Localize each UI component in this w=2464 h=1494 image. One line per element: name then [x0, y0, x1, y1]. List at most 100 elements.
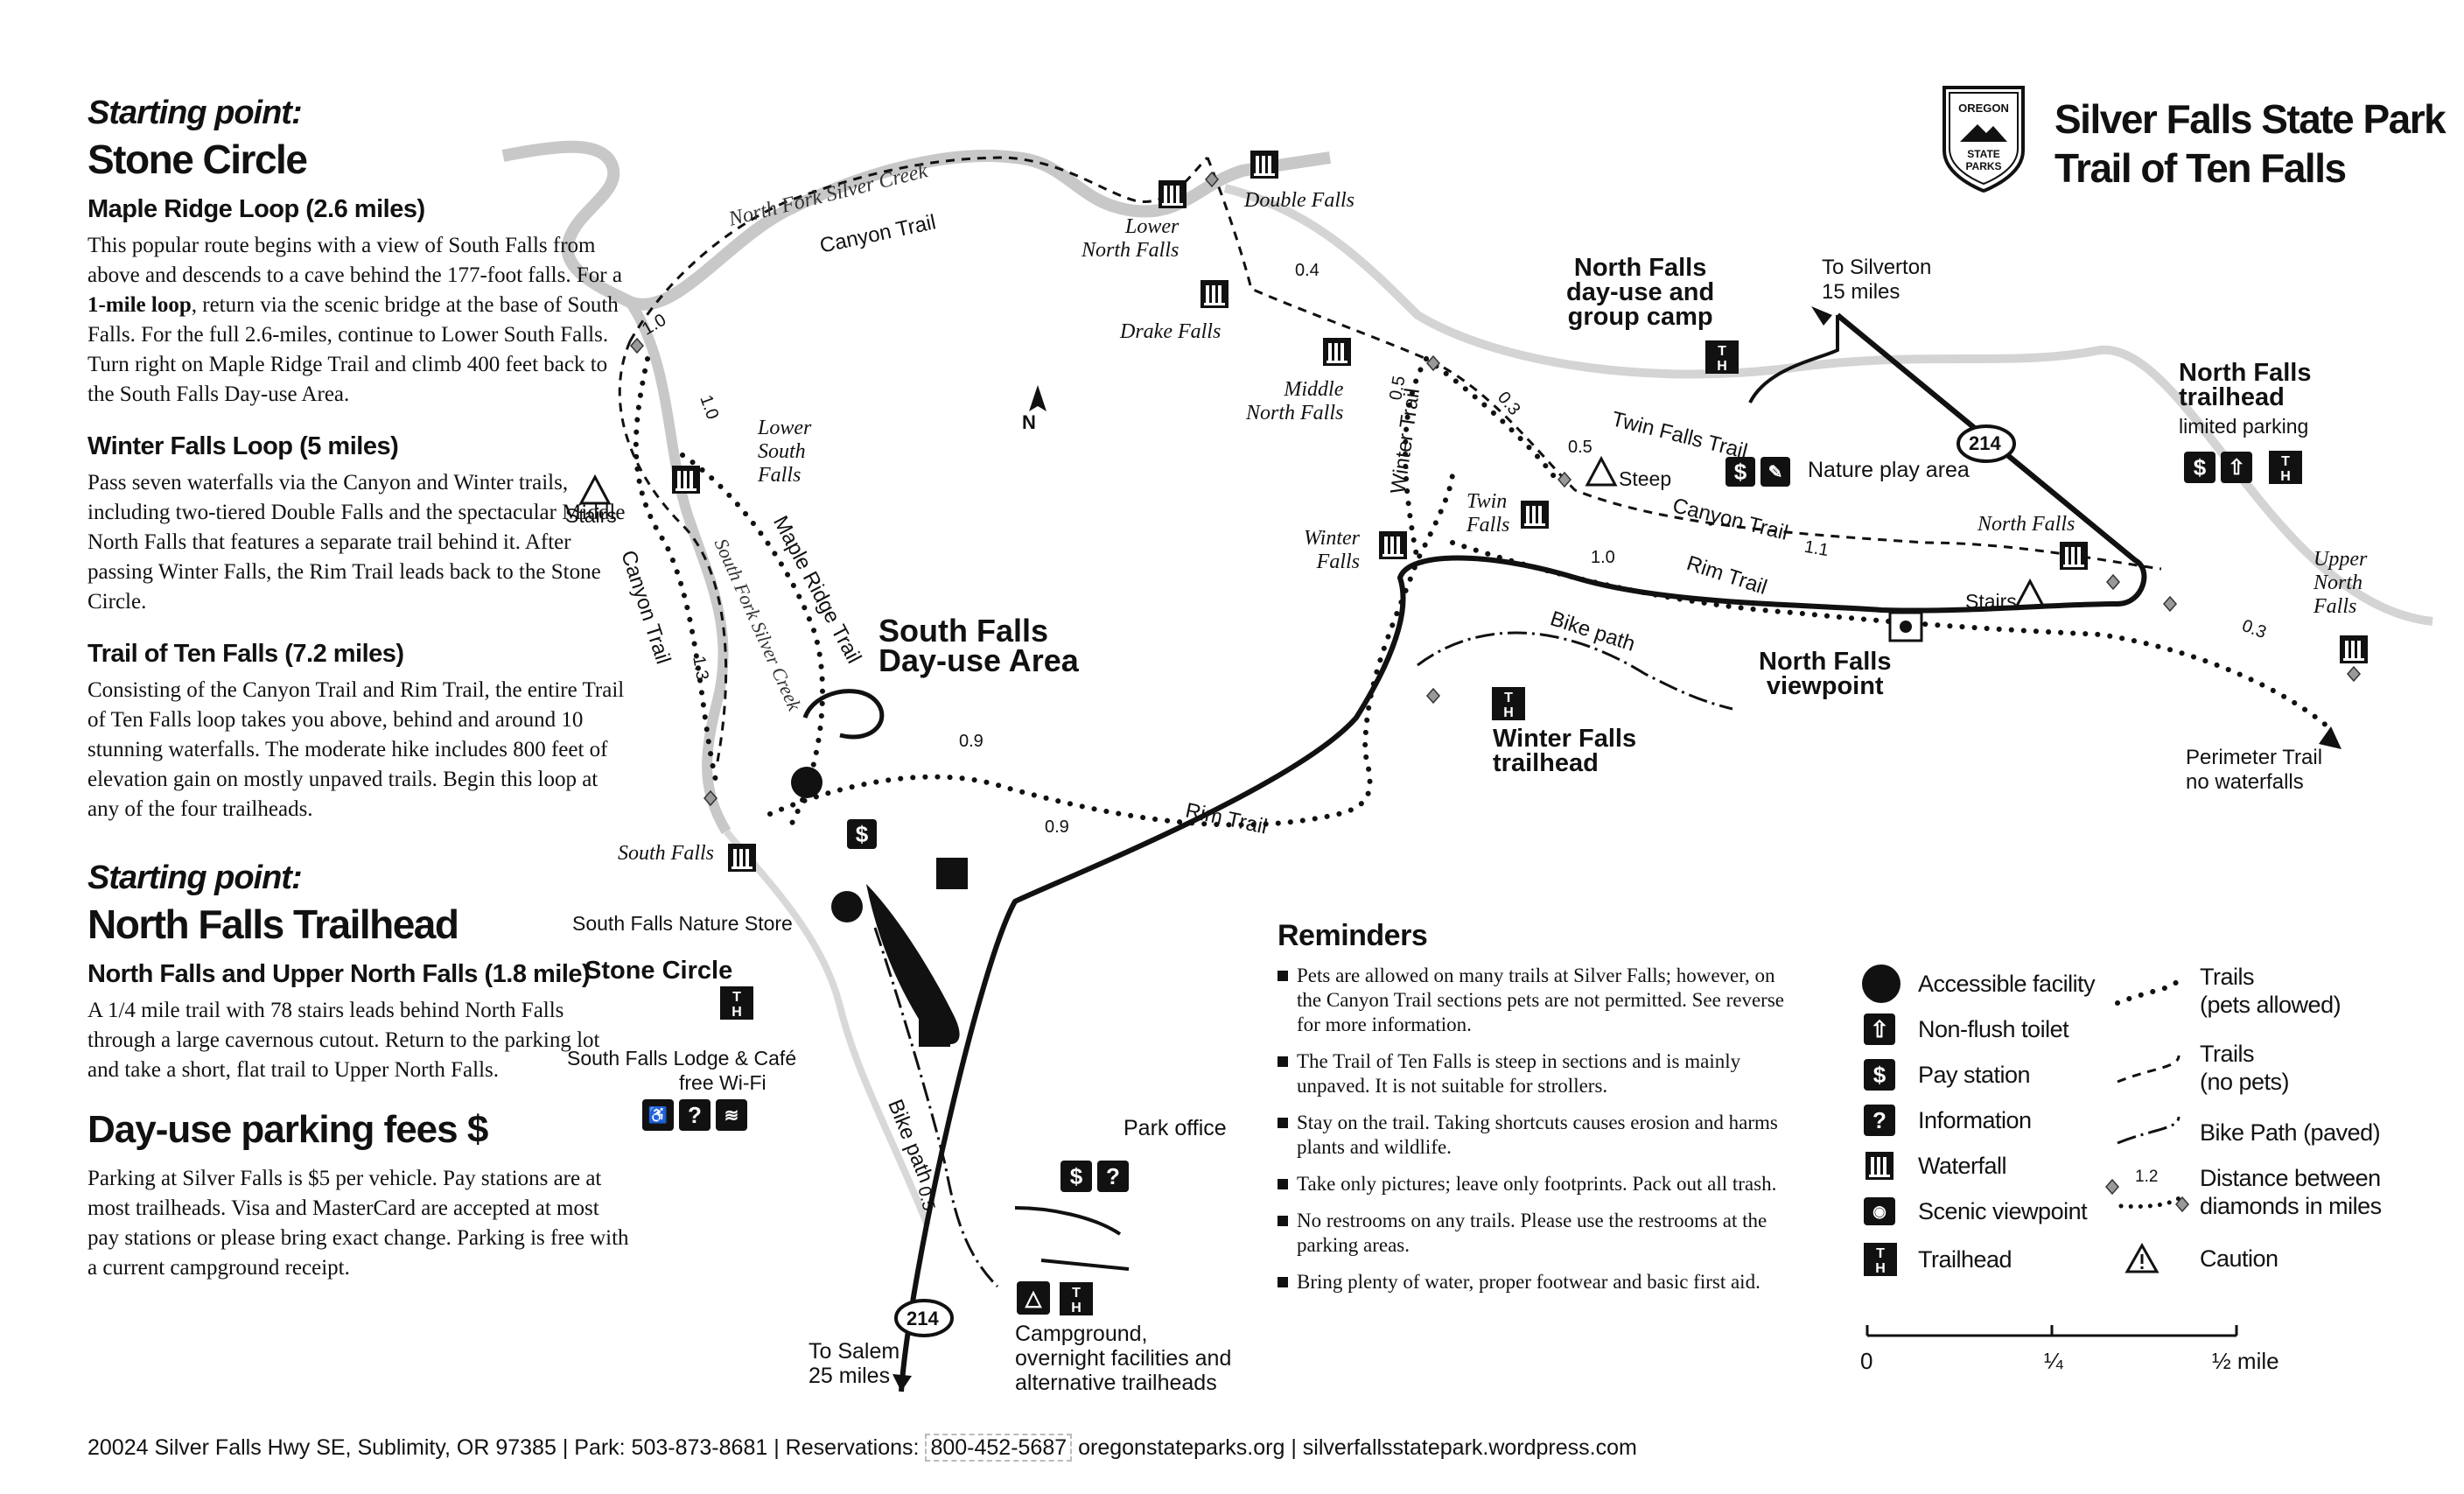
south-falls-icon	[728, 844, 756, 872]
footer: 20024 Silver Falls Hwy SE, Sublimity, OR…	[88, 1434, 1637, 1462]
route-winter-falls-title: Winter Falls Loop (5 miles)	[88, 432, 399, 460]
drake-falls-icon	[1200, 280, 1228, 308]
stone-circle-trailhead-icon	[720, 986, 753, 1020]
north-falls-trailhead-icon	[2269, 451, 2302, 484]
south-fork-creek-lower	[723, 829, 931, 1227]
legend-toilet: ⇧ Non-flush toilet	[1864, 1014, 2069, 1045]
route-north-falls-body: A 1/4 mile trail with 78 stairs leads be…	[88, 999, 600, 1082]
winter-trail	[1403, 356, 1429, 563]
reminder-item: Take only pictures; leave only footprint…	[1278, 1172, 1785, 1196]
middle-north-falls-label: Middle North Falls	[1246, 378, 1344, 424]
footer-reservations-label: Reservations:	[785, 1435, 920, 1460]
north-falls-viewpoint-label: North Falls viewpoint	[1759, 648, 1892, 700]
lodge-icons: ♿ ? ≋	[642, 1099, 747, 1131]
restroom-icon: ♿	[642, 1099, 674, 1131]
park-office-icons: $ ?	[1060, 1161, 1129, 1192]
reminder-item: Pets are allowed on many trails at Silve…	[1278, 964, 1785, 1037]
scale-label-half: ½ mile	[2212, 1348, 2279, 1374]
twin-falls-label: Twin Falls	[1466, 490, 1510, 537]
waterfall-icon	[1866, 1152, 1894, 1180]
park-title-line1: Silver Falls State Park	[2054, 96, 2446, 142]
south-falls-loop-road	[802, 689, 885, 740]
route-winter-falls-body: Pass seven waterfalls via the Canyon and…	[88, 471, 626, 614]
info-icon: ?	[1864, 1105, 1895, 1136]
park-title-line2: Trail of Ten Falls	[2054, 145, 2347, 191]
double-falls-label: Double Falls	[1244, 189, 1354, 212]
caution-icon	[2124, 1243, 2160, 1273]
silverton-road	[1748, 315, 1839, 403]
footer-reservations-phone[interactable]: 800-452-5687	[925, 1434, 1073, 1462]
legend-trails-pets: Trails (pets allowed)	[2200, 964, 2342, 1018]
winter-falls-trailhead-label: Winter Falls trailhead	[1493, 725, 1637, 777]
south-falls-label: South Falls	[618, 842, 715, 865]
lower-north-falls-icon	[1158, 180, 1186, 208]
reminder-item: No restrooms on any trails. Please use t…	[1278, 1209, 1785, 1258]
legend-distance: Distance between diamonds in miles	[2200, 1165, 2382, 1219]
park-office-label: Park office	[1124, 1116, 1227, 1140]
dist-label: 1.1	[1802, 537, 1830, 561]
steep-label: Steep	[1619, 467, 1672, 490]
salem-arrow	[892, 1374, 912, 1392]
park-title: Silver Falls State Park Trail of Ten Fal…	[2054, 95, 2446, 193]
oregon-state-parks-logo: OREGON STATE PARKS	[1936, 81, 2032, 194]
canyon-trail-east	[1206, 157, 2162, 571]
bike-path-south	[873, 927, 999, 1288]
route-maple-ridge-body: This popular route begins with a view of…	[88, 234, 622, 406]
fees-body: Parking at Silver Falls is $5 per vehicl…	[88, 1167, 629, 1280]
upper-north-falls-icon	[2340, 635, 2368, 663]
pay-icon: $	[1726, 457, 1755, 487]
footer-web1[interactable]: oregonstateparks.org	[1078, 1435, 1285, 1460]
scale-label-quarter: ¼	[2044, 1348, 2063, 1374]
reminder-item: Bring plenty of water, proper footwear a…	[1278, 1270, 1785, 1294]
campground-road	[1014, 1206, 1130, 1271]
toilet-icon: ⇧	[1864, 1014, 1895, 1045]
svg-text:PARKS: PARKS	[1965, 160, 2001, 172]
bike-path-east	[1417, 631, 1733, 711]
caution-icon-stairs	[578, 473, 612, 505]
south-canyon-trail	[618, 340, 728, 762]
legend-accessible: Accessible facility	[1862, 964, 2096, 1003]
start1-name: Stone Circle	[88, 137, 308, 182]
north-falls-dayuse-label: North Falls day-use and group camp	[1566, 254, 1715, 331]
north-falls-viewpoint-icon	[1888, 611, 1923, 642]
perimeter-arrow	[2319, 726, 2342, 749]
caution-icon-stairs-north	[2013, 578, 2047, 609]
toilet-icon: ⇧	[2221, 452, 2252, 483]
dist-label: 0.9	[1045, 817, 1069, 837]
winter-falls-icon	[1379, 531, 1407, 559]
footer-web2[interactable]: silverfallsstatepark.wordpress.com	[1302, 1435, 1637, 1460]
svg-text:STATE: STATE	[1967, 148, 2000, 160]
footer-park: Park: 503-873-8681	[574, 1435, 768, 1460]
legend-info: ? Information	[1864, 1105, 2032, 1136]
legend-trailhead: Trailhead	[1864, 1243, 2012, 1276]
viewpoint-icon: ◉	[1864, 1197, 1895, 1225]
restroom-icon	[919, 1015, 950, 1047]
info-icon: ?	[1097, 1161, 1129, 1192]
dist-label: 0.5	[1568, 438, 1592, 457]
north-falls-trailhead-label: North Falls trailhead	[2179, 359, 2312, 411]
pay-icon: $	[1060, 1161, 1092, 1192]
logo-shield-icon: OREGON STATE PARKS	[1942, 86, 2025, 193]
twin-falls-icon	[1521, 501, 1549, 529]
north-label: N	[1022, 411, 1036, 433]
drake-falls-label: Drake Falls	[1120, 320, 1222, 343]
winter-falls-trailhead-icon	[1492, 687, 1525, 720]
to-silverton-label: To Silverton 15 miles	[1822, 256, 1932, 304]
limited-parking-label: limited parking	[2179, 415, 2309, 438]
legend-bike: Bike Path (paved)	[2200, 1119, 2381, 1146]
info-icon: ?	[679, 1099, 710, 1131]
highway-214	[899, 312, 2147, 1392]
stone-circle-label: Stone Circle	[584, 957, 733, 985]
accessible-icon	[831, 891, 863, 922]
dayuse-icons: $ ✎	[1726, 457, 1790, 487]
accessible-icon	[1862, 964, 1900, 1003]
hwy-214-shield-north	[1956, 424, 2016, 463]
trailhead-icon	[1864, 1243, 1897, 1276]
stairs-left-label: Stairs	[565, 504, 617, 527]
svg-text:OREGON: OREGON	[1958, 102, 2009, 115]
legend-caution: Caution	[2124, 1243, 2278, 1274]
dist-label: 1.0	[1591, 548, 1615, 567]
north-falls-icon	[2060, 542, 2088, 570]
